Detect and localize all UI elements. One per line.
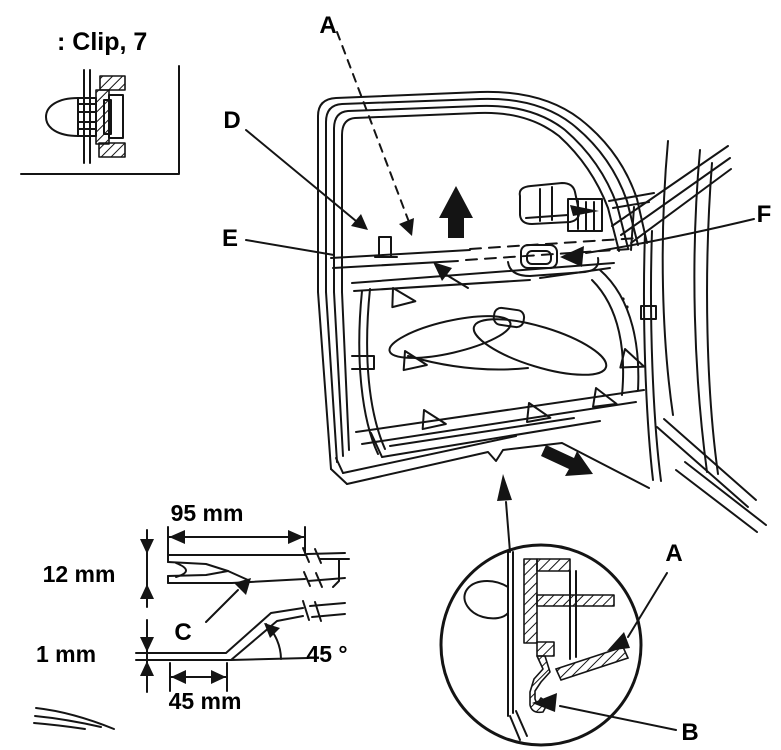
- arrow-up-left-icon: [433, 262, 469, 289]
- clip-legend: : Clip, 7: [20, 28, 180, 175]
- dimension-45mm: [169, 662, 228, 692]
- leader-detail-a: [627, 572, 668, 638]
- body-pillar-lines: [608, 140, 767, 533]
- legend-box-border: [20, 65, 180, 175]
- leader-d: [245, 129, 357, 222]
- body-sill-curves: [33, 707, 115, 730]
- tool-fork-profile: [167, 547, 346, 588]
- callout-b: B: [681, 719, 698, 746]
- callout-leaders: [245, 31, 755, 267]
- armrest: [388, 306, 608, 376]
- clip-triangle-icon: [389, 287, 418, 312]
- door-bottom-edge: [330, 435, 650, 489]
- leader-detail-b: [559, 705, 677, 731]
- dim-label-12mm: 12 mm: [43, 561, 116, 587]
- dimension-1mm: [135, 619, 169, 693]
- dimension-95mm: [167, 526, 306, 557]
- clip-symbol-triangle-icon: [23, 28, 49, 56]
- detail-circle-view: [439, 474, 677, 747]
- door-interior-view: [245, 31, 767, 588]
- callout-f: F: [757, 201, 772, 228]
- leader-a: [336, 31, 410, 223]
- door-clip-d: [374, 236, 398, 258]
- dim-label-45mm: 45 mm: [169, 688, 242, 714]
- dim-label-1mm: 1 mm: [36, 641, 96, 667]
- dim-label-45deg: 45 °: [306, 641, 347, 667]
- map-pocket-lines: [355, 389, 645, 458]
- callout-c: C: [174, 619, 191, 646]
- trim-panel-edge: [554, 646, 630, 681]
- callout-a-door: A: [319, 12, 336, 39]
- trim-tool-drawing: [135, 526, 346, 693]
- arrow-up-icon: [497, 474, 512, 553]
- panel-hook-seal: [529, 655, 551, 714]
- arrow-up-icon: [439, 186, 473, 238]
- dimension-12mm: [140, 529, 154, 608]
- tool-bent-strip-profile: [167, 600, 346, 661]
- quarter-trim: [518, 182, 603, 232]
- callout-d: D: [223, 107, 240, 134]
- inner-door-handle: [507, 244, 600, 277]
- leader-c: [205, 578, 251, 623]
- clip-legend-label: : Clip, 7: [57, 28, 147, 56]
- weatherstrip-bulb: [463, 580, 509, 620]
- sill-corner-lines: [319, 558, 350, 588]
- callout-e: E: [222, 225, 238, 252]
- dim-label-95mm: 95 mm: [171, 500, 244, 526]
- clip-cross-section-drawing: [45, 69, 126, 164]
- door-window-frame: [317, 90, 648, 293]
- door-front-edge: [317, 291, 375, 470]
- leader-e: [245, 239, 335, 256]
- door-bottom-cross-section: [463, 551, 630, 741]
- arrow-down-right-icon: [541, 445, 593, 476]
- detail-callout-leaders: [532, 572, 677, 731]
- door-rear-edge: [621, 230, 662, 482]
- leader-f: [585, 218, 755, 254]
- callout-labels: A D E F A B C 95 mm 12 mm 1 mm 45 mm 45 …: [36, 12, 771, 746]
- clip-triangle-icon: [400, 350, 430, 375]
- callout-a-detail: A: [665, 540, 682, 567]
